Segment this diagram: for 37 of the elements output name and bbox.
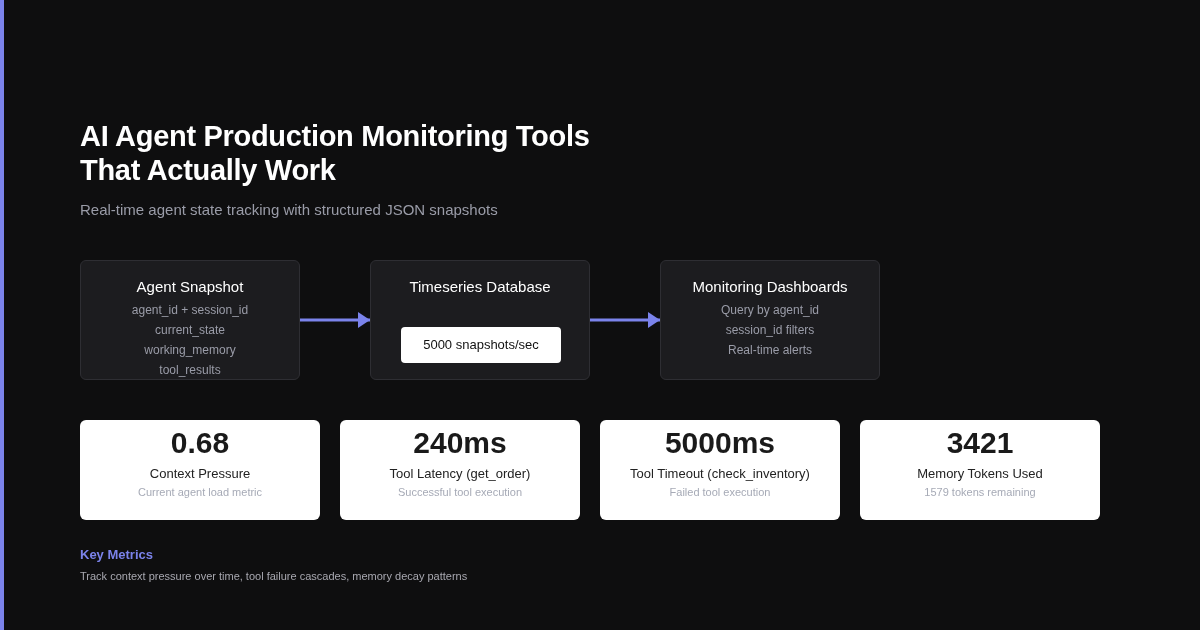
metric-label: Tool Latency (get_order): [389, 466, 531, 482]
metric-note: Successful tool execution: [397, 485, 523, 499]
metric-label: Context Pressure: [149, 466, 251, 482]
section-heading: Key Metrics: [80, 547, 153, 563]
field-name: agent_id + session_id: [131, 302, 249, 319]
metric-value: 3421: [946, 426, 1014, 460]
metric-label: Memory Tokens Used: [917, 466, 1043, 482]
metric-value: 5000ms: [664, 426, 776, 460]
field-name: current_state: [154, 322, 225, 339]
metric-note: Current agent load metric: [137, 485, 263, 499]
field-name: Query by agent_id: [720, 302, 820, 319]
throughput-badge: [401, 327, 561, 363]
arrow: [590, 312, 660, 328]
field-name: session_id filters: [725, 322, 815, 339]
metric-card: [600, 420, 840, 520]
metric-value: 240ms: [413, 426, 507, 460]
metric-card: [860, 420, 1100, 520]
field-name: tool_results: [159, 362, 221, 379]
subtitle: Real-time agent state tracking with structured JSON snapshots: [80, 201, 498, 219]
field-name: working_memory: [144, 342, 236, 359]
metric-label: Tool Timeout (check_inventory): [630, 466, 810, 482]
process-box: [660, 260, 880, 380]
throughput-text: 5000 snapshots/sec: [423, 337, 539, 353]
field-name: Real-time alerts: [728, 342, 812, 359]
box-heading: Timeseries Database: [409, 278, 551, 296]
box-heading: Monitoring Dashboards: [692, 278, 848, 296]
box-heading: Agent Snapshot: [136, 278, 244, 296]
metric-note: 1579 tokens remaining: [924, 485, 1036, 499]
metric-card: [80, 420, 320, 520]
note-text: Track context pressure over time, tool failure cascades, memory decay patterns: [80, 569, 468, 583]
metric-note: Failed tool execution: [669, 485, 771, 499]
title: AI Agent Production Monitoring Tools That Actually Work: [80, 119, 591, 187]
process-box: [370, 260, 590, 380]
metric-value: 0.68: [170, 426, 230, 460]
metric-card: [340, 420, 580, 520]
process-box: [80, 260, 300, 380]
arrow: [300, 312, 370, 328]
